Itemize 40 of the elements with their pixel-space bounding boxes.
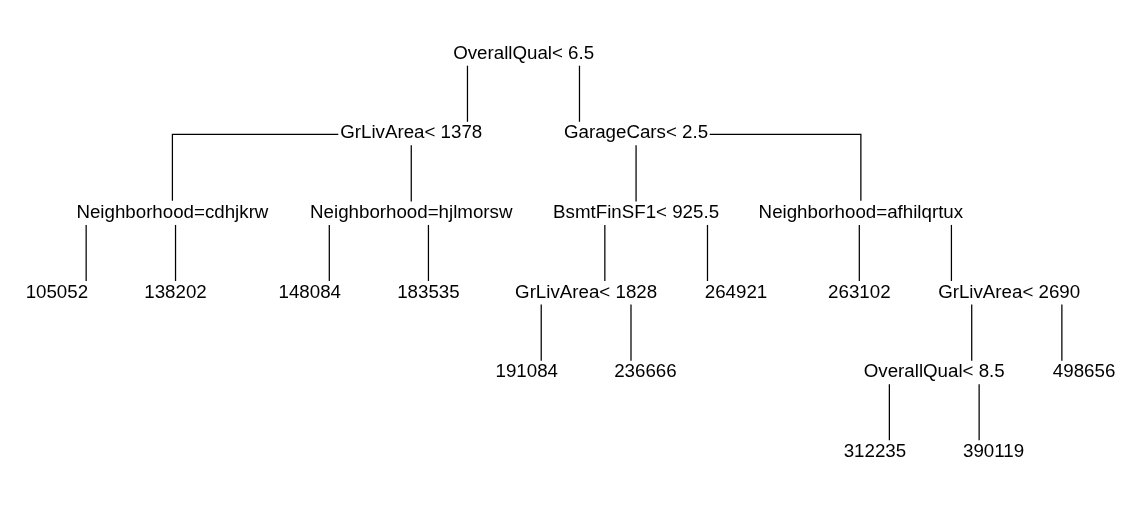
node-text: GarageCars< 2.5: [564, 121, 709, 143]
node-text: 183535: [397, 280, 460, 302]
node-text: OverallQual< 8.5: [863, 360, 1005, 382]
node-text: 236666: [614, 360, 677, 382]
node-text: GrLivArea< 2690: [938, 280, 1081, 302]
connector: [85, 224, 87, 282]
connector: [709, 133, 862, 202]
node-text: 390119: [963, 439, 1025, 461]
node-text: Neighborhood=hjlmorsw: [310, 201, 513, 223]
node-text: 498656: [1052, 360, 1116, 382]
node-text: GrLivArea< 1378: [340, 121, 483, 143]
connector: [466, 65, 469, 123]
connector: [171, 133, 339, 202]
node-text: 105052: [25, 280, 89, 302]
node-text: 263102: [828, 280, 891, 302]
node-text: Neighborhood=cdhjkrw: [76, 201, 269, 223]
node-text: GrLivArea< 1828: [515, 280, 658, 302]
node-text: BsmtFinSF1< 925.5: [553, 201, 720, 223]
node-text: 148084: [278, 280, 342, 302]
connector: [971, 303, 973, 362]
connector: [578, 65, 581, 123]
connector: [540, 303, 542, 362]
node-text: Neighborhood=afhilqrtux: [758, 201, 964, 223]
node-text: OverallQual< 6.5: [453, 41, 595, 63]
connector: [858, 224, 860, 282]
connector: [174, 224, 177, 282]
connector: [888, 383, 890, 441]
connector: [410, 144, 412, 202]
node-text: 138202: [144, 280, 207, 302]
connector: [950, 224, 953, 282]
node-text: 191084: [495, 360, 559, 382]
connector: [604, 224, 606, 282]
connector: [1061, 303, 1063, 362]
connector: [978, 383, 980, 441]
node-text: 264921: [704, 280, 768, 302]
connector: [706, 224, 709, 282]
node-text: 312235: [843, 439, 907, 461]
connector: [427, 224, 430, 282]
connector: [635, 144, 637, 202]
connector: [328, 224, 330, 282]
